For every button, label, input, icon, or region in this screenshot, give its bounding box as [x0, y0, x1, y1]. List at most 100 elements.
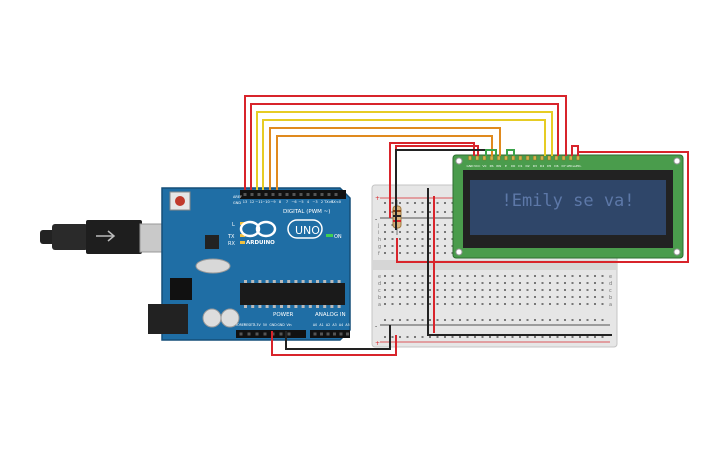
breadboard-hole[interactable] [399, 282, 401, 284]
breadboard-hole[interactable] [586, 275, 589, 277]
breadboard-hole[interactable] [496, 275, 499, 277]
breadboard-hole[interactable] [586, 282, 589, 284]
breadboard-hole[interactable] [436, 211, 439, 213]
breadboard-hole[interactable] [556, 275, 559, 277]
breadboard-hole[interactable] [586, 336, 589, 338]
breadboard-hole[interactable] [541, 289, 544, 291]
breadboard-hole[interactable] [489, 336, 491, 338]
analog-pin-hole[interactable] [320, 332, 323, 336]
lcd-pin[interactable] [468, 155, 472, 161]
breadboard-hole[interactable] [436, 202, 439, 204]
breadboard-hole[interactable] [436, 282, 439, 284]
breadboard-hole[interactable] [489, 282, 491, 284]
breadboard-hole[interactable] [594, 275, 596, 277]
breadboard-hole[interactable] [384, 252, 386, 254]
breadboard-hole[interactable] [466, 275, 469, 277]
breadboard-hole[interactable] [541, 275, 544, 277]
breadboard-hole[interactable] [474, 289, 476, 291]
breadboard-hole[interactable] [519, 303, 521, 305]
breadboard-hole[interactable] [579, 319, 581, 321]
power-pin-hole[interactable] [263, 332, 267, 336]
breadboard-hole[interactable] [594, 296, 596, 298]
breadboard-hole[interactable] [564, 336, 566, 338]
breadboard-hole[interactable] [504, 336, 506, 338]
wire-pin8-rs[interactable] [276, 135, 493, 190]
breadboard-hole[interactable] [406, 245, 409, 247]
breadboard-hole[interactable] [459, 336, 461, 338]
breadboard-hole[interactable] [414, 252, 416, 254]
breadboard-hole[interactable] [384, 336, 386, 338]
digital-pin-hole[interactable] [257, 193, 261, 196]
breadboard-hole[interactable] [444, 319, 446, 321]
breadboard-hole[interactable] [534, 289, 536, 291]
breadboard-hole[interactable] [421, 282, 424, 284]
breadboard-hole[interactable] [519, 275, 521, 277]
breadboard-hole[interactable] [421, 211, 424, 213]
breadboard-hole[interactable] [414, 238, 416, 240]
breadboard-hole[interactable] [466, 336, 469, 338]
breadboard-hole[interactable] [511, 303, 514, 305]
breadboard-hole[interactable] [414, 336, 416, 338]
breadboard-hole[interactable] [414, 303, 416, 305]
breadboard-hole[interactable] [594, 282, 596, 284]
breadboard-hole[interactable] [384, 211, 386, 213]
breadboard-hole[interactable] [414, 289, 416, 291]
lcd-pin[interactable] [497, 155, 501, 161]
breadboard-hole[interactable] [504, 275, 506, 277]
breadboard-hole[interactable] [391, 296, 394, 298]
power-pin-hole[interactable] [255, 332, 259, 336]
lcd-pin[interactable] [561, 155, 566, 161]
breadboard-hole[interactable] [481, 319, 484, 321]
breadboard-hole[interactable] [384, 202, 386, 204]
breadboard-hole[interactable] [414, 319, 416, 321]
lcd-pin[interactable] [511, 155, 515, 161]
breadboard-hole[interactable] [444, 252, 446, 254]
breadboard-hole[interactable] [466, 319, 469, 321]
breadboard-hole[interactable] [429, 252, 431, 254]
breadboard-hole[interactable] [601, 289, 604, 291]
breadboard-hole[interactable] [429, 275, 431, 277]
digital-pin-hole[interactable] [313, 193, 317, 196]
breadboard-hole[interactable] [406, 252, 409, 254]
breadboard-hole[interactable] [421, 303, 424, 305]
breadboard-hole[interactable] [556, 289, 559, 291]
lcd-pin[interactable] [569, 155, 573, 161]
breadboard-hole[interactable] [451, 336, 454, 338]
breadboard-hole[interactable] [451, 303, 454, 305]
breadboard-hole[interactable] [391, 238, 394, 240]
breadboard-hole[interactable] [391, 319, 394, 321]
breadboard-hole[interactable] [391, 275, 394, 277]
breadboard-hole[interactable] [406, 238, 409, 240]
breadboard-hole[interactable] [571, 336, 574, 338]
breadboard-hole[interactable] [406, 289, 409, 291]
breadboard-hole[interactable] [429, 303, 431, 305]
breadboard-hole[interactable] [511, 336, 514, 338]
breadboard-hole[interactable] [579, 289, 581, 291]
breadboard-hole[interactable] [399, 275, 401, 277]
breadboard-hole[interactable] [436, 224, 439, 226]
breadboard-hole[interactable] [421, 231, 424, 233]
breadboard-hole[interactable] [399, 238, 401, 240]
power-pin-hole[interactable] [239, 332, 243, 336]
breadboard-hole[interactable] [444, 336, 446, 338]
digital-pin-hole[interactable] [327, 193, 331, 196]
wire-green-jumper[interactable] [485, 149, 497, 156]
wire-pin12-d6[interactable] [250, 103, 559, 190]
lcd-pin[interactable] [576, 155, 580, 161]
breadboard-hole[interactable] [564, 303, 566, 305]
breadboard-hole[interactable] [571, 319, 574, 321]
breadboard-hole[interactable] [384, 231, 386, 233]
breadboard-hole[interactable] [421, 296, 424, 298]
breadboard-hole[interactable] [414, 282, 416, 284]
breadboard-hole[interactable] [549, 336, 551, 338]
breadboard-hole[interactable] [541, 336, 544, 338]
analog-pin-hole[interactable] [326, 332, 330, 336]
breadboard-hole[interactable] [421, 319, 424, 321]
breadboard-hole[interactable] [496, 282, 499, 284]
breadboard-hole[interactable] [384, 245, 386, 247]
breadboard-hole[interactable] [429, 231, 431, 233]
lcd-pin[interactable] [547, 155, 551, 161]
breadboard-hole[interactable] [436, 252, 439, 254]
digital-pin-hole[interactable] [264, 193, 268, 196]
breadboard-hole[interactable] [421, 289, 424, 291]
